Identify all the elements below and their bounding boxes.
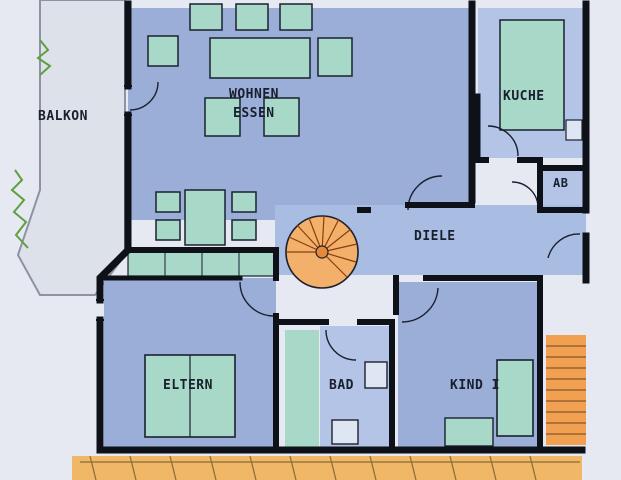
plant-decoration xyxy=(10,39,52,249)
ab-room xyxy=(540,165,586,210)
kind-label: KIND I xyxy=(450,378,500,393)
bad-label: BAD xyxy=(329,378,354,393)
wohnen-label: WOHNEN xyxy=(229,87,279,102)
terrace-hatching xyxy=(80,455,580,480)
sofa-set xyxy=(204,97,300,137)
balkon-label: BALKON xyxy=(38,109,88,124)
eltern-label: ELTERN xyxy=(163,378,213,393)
kind-desk xyxy=(444,417,494,447)
walls xyxy=(96,0,590,454)
windows xyxy=(96,85,132,321)
storage-strip xyxy=(285,330,319,448)
kitchen-fridge xyxy=(565,119,583,141)
bad-sink xyxy=(364,361,388,389)
kuche-label: KUCHE xyxy=(503,89,545,104)
ab-label: AB xyxy=(553,176,568,190)
essen-label: ESSEN xyxy=(233,106,275,121)
lower-table-group xyxy=(155,189,257,246)
spiral-staircase xyxy=(285,215,359,289)
exterior-stairs-steps xyxy=(546,345,586,435)
terrace-area xyxy=(72,456,582,480)
kind-bed xyxy=(496,359,534,437)
diele-label: DIELE xyxy=(414,229,456,244)
hall-shelving-dividers xyxy=(164,250,240,276)
kitchen-counter xyxy=(499,19,565,131)
dining-set xyxy=(147,3,353,79)
bad-toilet xyxy=(331,419,359,445)
